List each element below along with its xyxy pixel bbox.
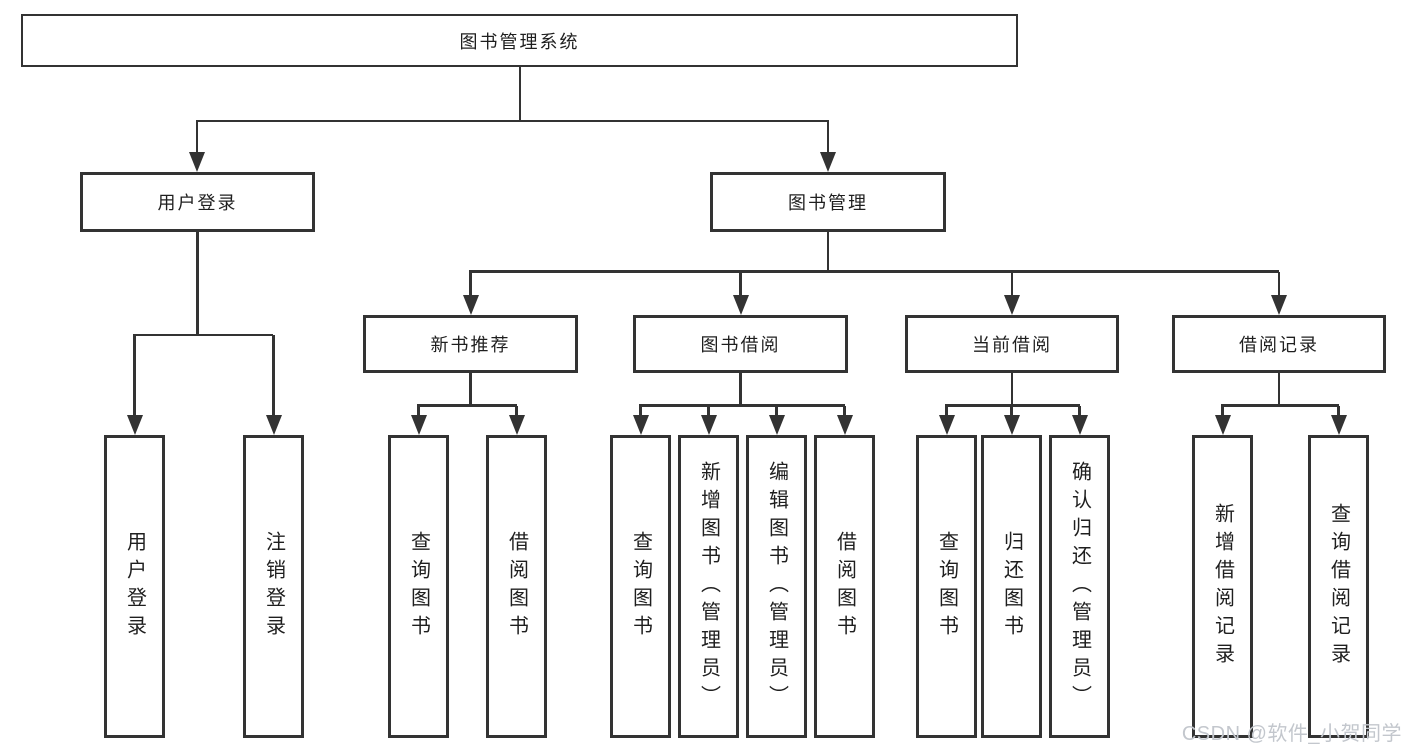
leaf-label: 新增借阅记录	[1211, 502, 1234, 671]
node-label: 图书管理系统	[459, 31, 580, 52]
connector-book-management-hline	[469, 270, 1280, 273]
connector-drop-leaf	[707, 406, 710, 418]
leaf-query-books-current: 查询图书	[916, 435, 977, 738]
leaf-label: 用户登录	[123, 530, 146, 643]
leaf-borrow-books: 借阅图书	[814, 435, 875, 738]
leaf-label: 确认归还（管理员）	[1068, 460, 1091, 713]
connector-borrow-record-vline	[1277, 373, 1281, 406]
arrowhead-to-leaf	[508, 415, 525, 435]
arrowhead-to-leaf	[700, 415, 717, 435]
connector-drop-leaf	[515, 406, 518, 418]
leaf-user-login: 用户登录	[104, 435, 165, 738]
leaf-logout: 注销登录	[243, 435, 304, 738]
arrowhead-to-leaf	[126, 415, 143, 435]
leaf-label: 查询图书	[407, 530, 430, 643]
connector-new-book-hline	[417, 404, 518, 407]
arrowhead-to-leaf	[768, 415, 785, 435]
leaf-edit-books-admin: 编辑图书（管理员）	[746, 435, 807, 738]
connector-user-login-hline	[133, 333, 274, 336]
arrowhead-to-borrow-record	[1271, 295, 1287, 315]
connector-drop-borrow-record	[1277, 272, 1281, 296]
connector-drop-leaf	[843, 406, 846, 418]
leaf-query-books-recommend: 查询图书	[388, 435, 449, 738]
arrowhead-to-leaf	[836, 415, 853, 435]
arrowhead-to-leaf	[632, 415, 649, 435]
node-borrowing-records: 借阅记录	[1172, 315, 1386, 373]
leaf-label: 编辑图书（管理员）	[765, 460, 788, 713]
node-user-login: 用户登录	[80, 172, 315, 232]
leaf-query-books-borrow: 查询图书	[610, 435, 671, 738]
connector-drop-current-borrow	[1010, 272, 1014, 296]
connector-drop-leaf	[133, 335, 136, 416]
connector-drop-leaf	[417, 406, 420, 418]
leaf-label: 查询图书	[935, 530, 958, 643]
connector-drop-new-book	[469, 272, 472, 296]
connector-drop-book-borrow	[739, 272, 742, 296]
arrowhead-to-leaf	[1003, 415, 1020, 435]
connector-root-hline	[195, 119, 829, 122]
connector-borrow-record-hline	[1221, 404, 1340, 407]
connector-new-book-vline	[469, 373, 472, 406]
leaf-add-books-admin: 新增图书（管理员）	[678, 435, 739, 738]
node-label: 当前借阅	[972, 335, 1052, 355]
arrowhead-to-leaf	[1071, 415, 1088, 435]
connector-drop-book-management	[826, 120, 830, 154]
leaf-label: 新增图书（管理员）	[697, 460, 720, 713]
leaf-label: 查询图书	[629, 530, 652, 643]
arrowhead-to-book-management	[820, 152, 836, 172]
arrowhead-to-user-login	[189, 152, 205, 172]
arrowhead-to-new-book	[462, 295, 479, 315]
connector-current-borrow-hline	[945, 404, 1081, 407]
arrowhead-to-current-borrow	[1004, 295, 1020, 315]
arrowhead-to-leaf	[938, 415, 955, 435]
node-library-management-system: 图书管理系统	[21, 14, 1018, 67]
arrowhead-to-leaf	[1330, 415, 1347, 435]
leaf-label: 借阅图书	[833, 530, 856, 643]
arrowhead-to-leaf	[265, 415, 282, 435]
connector-current-borrow-vline	[1010, 373, 1014, 406]
connector-book-borrow-vline	[739, 373, 742, 406]
connector-drop-leaf	[1337, 406, 1340, 418]
node-label: 新书推荐	[430, 335, 511, 355]
node-label: 图书管理	[788, 193, 868, 213]
leaf-label: 借阅图书	[505, 530, 528, 643]
connector-drop-leaf	[945, 406, 948, 418]
leaf-confirm-return-admin: 确认归还（管理员）	[1049, 435, 1110, 738]
connector-user-login-vline	[196, 232, 199, 335]
node-book-management: 图书管理	[710, 172, 946, 232]
connector-drop-leaf	[1078, 406, 1081, 418]
connector-drop-leaf	[775, 406, 778, 418]
leaf-borrow-books-recommend: 借阅图书	[486, 435, 547, 738]
connector-drop-leaf	[1010, 406, 1013, 418]
connector-drop-user-login	[195, 120, 199, 154]
leaf-label: 查询借阅记录	[1327, 502, 1350, 671]
connector-root-vline	[518, 66, 522, 122]
leaf-label: 归还图书	[1000, 530, 1023, 643]
node-current-borrowing: 当前借阅	[905, 315, 1119, 373]
node-label: 图书借阅	[700, 335, 781, 355]
arrowhead-to-leaf	[410, 415, 427, 435]
node-book-borrowing: 图书借阅	[633, 315, 848, 373]
node-label: 用户登录	[157, 193, 238, 213]
csdn-watermark: CSDN @软件_小贺同学	[1181, 723, 1402, 745]
connector-drop-leaf	[639, 406, 642, 418]
arrowhead-to-leaf	[1214, 415, 1231, 435]
leaf-query-borrow-record: 查询借阅记录	[1308, 435, 1369, 738]
connector-drop-leaf	[1221, 406, 1224, 418]
leaf-add-borrow-record: 新增借阅记录	[1192, 435, 1253, 738]
connector-book-borrow-hline	[639, 404, 846, 407]
leaf-label: 注销登录	[262, 530, 285, 643]
node-new-book-recommendation: 新书推荐	[363, 315, 578, 373]
connector-book-management-vline	[826, 232, 830, 272]
connector-drop-leaf	[272, 335, 275, 416]
leaf-return-books: 归还图书	[981, 435, 1042, 738]
arrowhead-to-book-borrow	[732, 295, 749, 315]
node-label: 借阅记录	[1239, 335, 1319, 355]
